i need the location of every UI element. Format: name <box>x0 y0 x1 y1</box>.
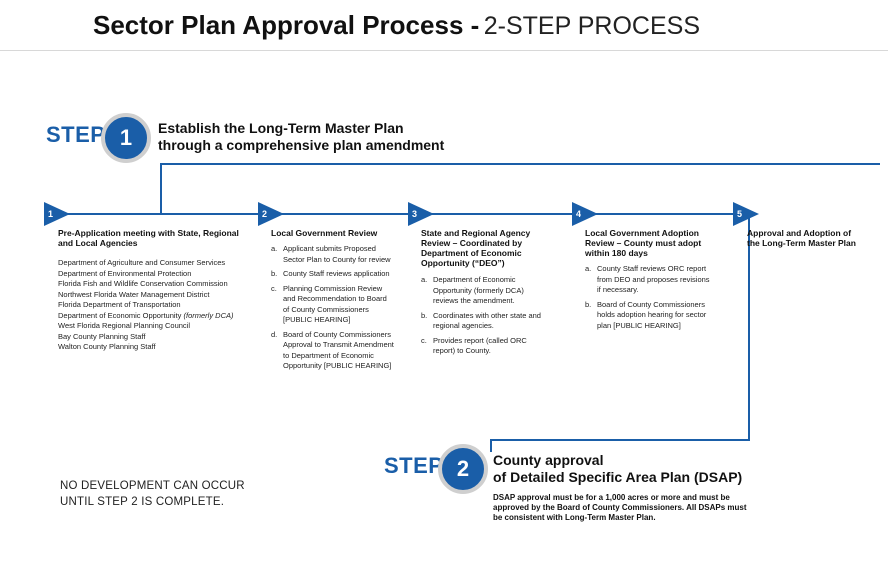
stage-3-heading: State and Regional Agency Review – Coord… <box>421 228 531 268</box>
step1-heading: Establish the Long-Term Master Plan thro… <box>158 120 444 154</box>
agency-item: Department of Environmental Protection <box>58 268 192 278</box>
title-light: 2-STEP PROCESS <box>483 12 701 40</box>
stage-5-number: 5 <box>737 209 743 219</box>
list-item: a. Department of Economic Opportunity (fo… <box>421 275 549 307</box>
item-letter: a. <box>585 264 592 273</box>
item-text: Board of County Commissioners holds adop… <box>597 299 707 330</box>
step1-heading-line2: through a comprehensive plan amendment <box>158 137 445 153</box>
step2-label: STEP <box>384 453 444 478</box>
item-text: Applicant submits Proposed Sector Plan t… <box>283 244 391 264</box>
stage-2-flag <box>258 202 284 226</box>
step1-heading-line1: Establish the Long-Term Master Plan <box>158 120 404 136</box>
page-title: Sector Plan Approval Process - 2-STEP PR… <box>93 10 700 41</box>
step1-number: 1 <box>119 125 133 150</box>
step2-number: 2 <box>456 456 470 481</box>
agency-item: Florida Fish and Wildlife Conservation C… <box>58 279 228 288</box>
agency-item: Florida Department of Transportation <box>58 300 181 309</box>
stage-4-flag <box>572 202 598 226</box>
agency-item: West Florida Regional Planning Council <box>58 321 191 330</box>
list-item: a. Applicant submits Proposed Sector Plan… <box>271 244 395 265</box>
title-bold: Sector Plan Approval Process - <box>93 10 480 40</box>
agency-note: (formerly DCA) <box>183 310 234 320</box>
item-letter: c. <box>421 335 427 345</box>
step1-badge: 1 <box>101 113 151 163</box>
stage-3-panel: State and Regional Agency Review – Coord… <box>421 228 549 361</box>
stage-2-heading: Local Government Review <box>271 228 378 238</box>
item-text: Planning Commission Review and Recommend… <box>283 283 387 325</box>
list-item: a. County Staff reviews ORC report from D… <box>585 264 713 296</box>
list-item: c. Provides report (called ORC report) to… <box>421 336 549 357</box>
stage-4-list: a. County Staff reviews ORC report from D… <box>585 264 713 331</box>
item-letter: a. <box>271 244 278 253</box>
item-text: Coordinates with other state and regiona… <box>433 310 541 331</box>
stage-2-panel: Local Government Review a. Applicant subm… <box>271 228 395 376</box>
stage-1-flag <box>44 202 70 226</box>
item-text: Board of County Commissioners Approval t… <box>283 329 394 371</box>
list-item: b. Coordinates with other state and regio… <box>421 311 549 332</box>
stage-3-number: 3 <box>412 209 418 219</box>
stage-1-panel: Pre-Application meeting with State, Regi… <box>58 228 248 353</box>
stage-4-heading: Local Government Adoption Review – Count… <box>585 228 702 258</box>
step2-heading: County approval of Detailed Specific Are… <box>493 452 742 486</box>
warning-line1: NO DEVELOPMENT CAN OCCUR <box>60 480 245 492</box>
stage-5-heading: Approval and Adoption of the Long-Term M… <box>747 228 856 248</box>
stage-4-panel: Local Government Adoption Review – Count… <box>585 228 713 335</box>
item-letter: b. <box>421 310 428 320</box>
step2-heading-line1: County approval <box>493 452 604 468</box>
agency-item: Bay County Planning Staff <box>58 331 146 341</box>
agency-list: Department of Agriculture and Consumer S… <box>58 258 248 353</box>
list-item: b. Board of County Commissioners holds ad… <box>585 300 713 332</box>
list-item: c. Planning Commission Review and Recomme… <box>271 284 395 326</box>
list-item: d. Board of County Commissioners Approval… <box>271 330 395 372</box>
step2-badge: 2 <box>438 444 488 494</box>
stage-2-number: 2 <box>262 209 268 219</box>
item-letter: b. <box>585 299 592 309</box>
item-text: Provides report (called ORC report) to C… <box>433 335 527 356</box>
warning-line2: UNTIL STEP 2 IS COMPLETE. <box>60 496 225 508</box>
item-letter: a. <box>421 275 428 284</box>
agency-name: Department of Economic Opportunity <box>58 310 182 320</box>
dsap-note: DSAP approval must be for a 1,000 acres … <box>493 493 747 522</box>
stage-5-flag <box>733 202 759 226</box>
step1-label: STEP <box>46 122 106 147</box>
item-text: County Staff reviews ORC report from DEO… <box>597 264 710 294</box>
agency-item-deo: Department of Economic Opportunity (form… <box>58 311 248 322</box>
stage-2-list: a. Applicant submits Proposed Sector Plan… <box>271 244 395 372</box>
item-text: County Staff reviews application <box>283 269 390 278</box>
item-text: Department of Economic Opportunity (form… <box>433 275 524 305</box>
agency-item: Walton County Planning Staff <box>58 342 156 351</box>
step2-heading-line2: of Detailed Specific Area Plan (DSAP) <box>493 469 743 485</box>
list-item: b. County Staff reviews application <box>271 269 395 280</box>
stage-3-list: a. Department of Economic Opportunity (fo… <box>421 275 549 357</box>
title-divider <box>0 50 888 51</box>
stage-1-number: 1 <box>48 209 54 219</box>
stage-1-heading: Pre-Application meeting with State, Regi… <box>58 228 239 248</box>
item-letter: d. <box>271 329 278 339</box>
item-letter: c. <box>271 283 277 293</box>
stage-4-number: 4 <box>576 209 582 219</box>
stage-3-flag <box>408 202 434 226</box>
agency-item: Northwest Florida Water Management Distr… <box>58 289 210 299</box>
development-warning: NO DEVELOPMENT CAN OCCUR UNTIL STEP 2 IS… <box>60 478 245 510</box>
agency-item: Department of Agriculture and Consumer S… <box>58 258 226 267</box>
item-letter: b. <box>271 269 278 278</box>
